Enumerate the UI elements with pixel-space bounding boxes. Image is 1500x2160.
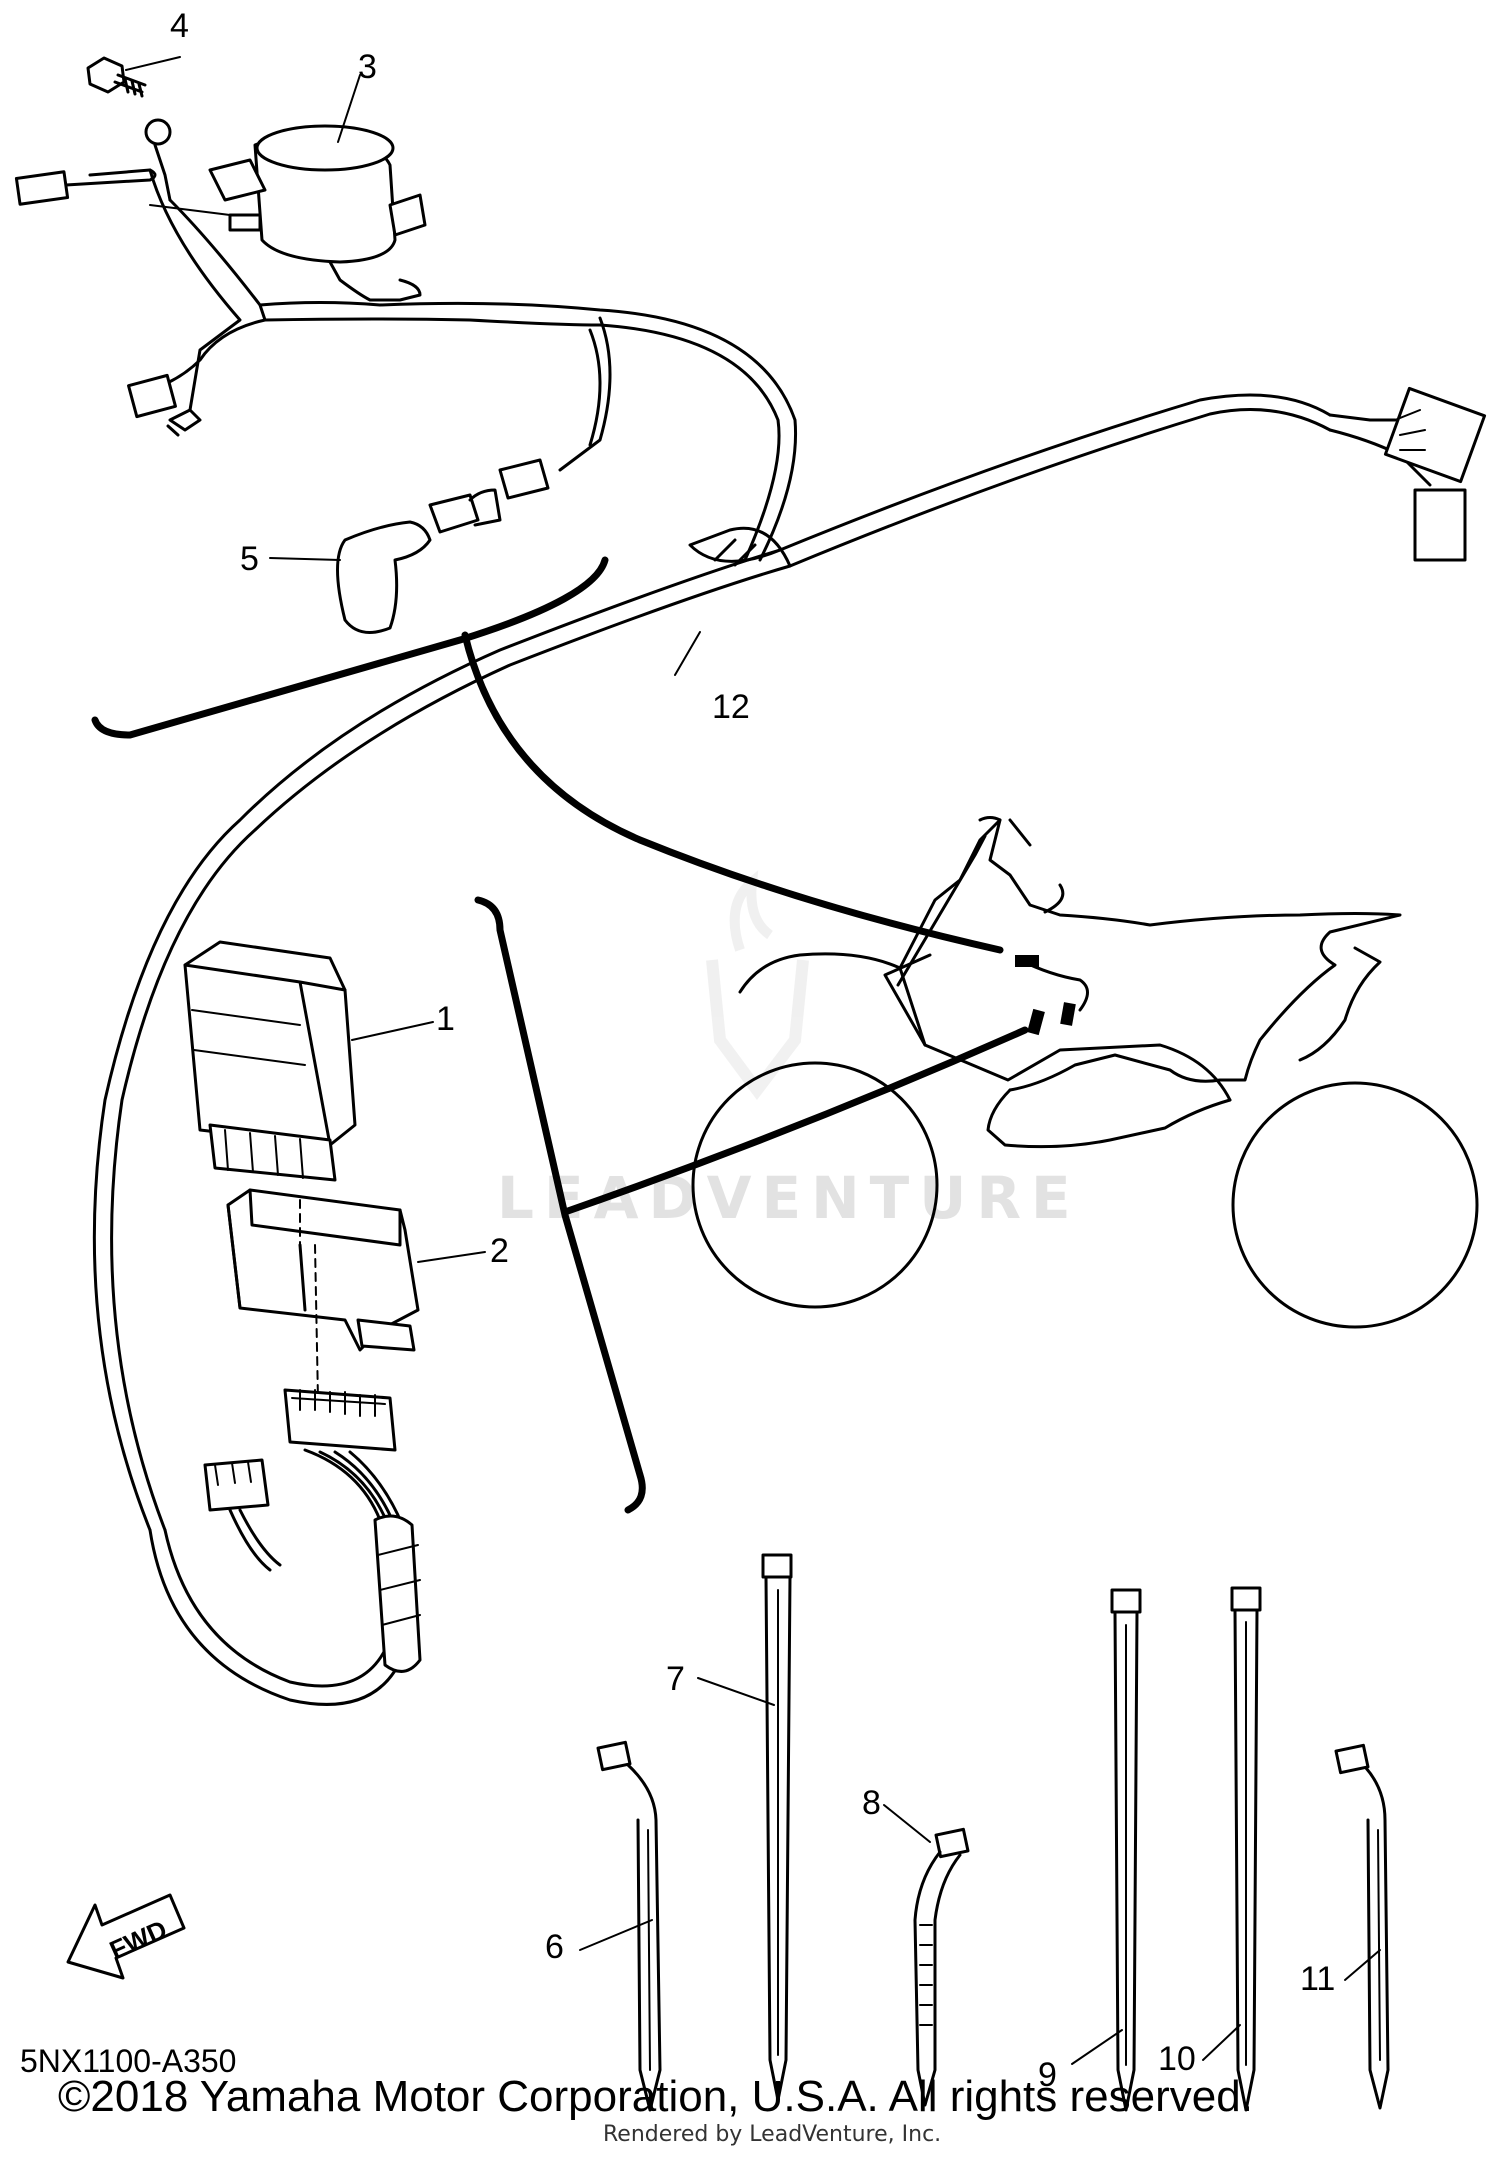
callout-1: 1 [436, 1000, 455, 1038]
callout-11: 11 [1300, 1960, 1335, 1998]
cable-tie-10-part [1230, 1586, 1262, 2112]
callout-6: 6 [545, 1928, 564, 1966]
callout-10: 10 [1158, 2040, 1196, 2078]
callout-labels: 4 3 5 12 1 2 7 8 6 9 10 11 [170, 7, 1335, 2094]
callout-7: 7 [666, 1660, 685, 1698]
cable-tie-11-part [1334, 1743, 1390, 2110]
callout-8: 8 [862, 1784, 881, 1822]
cable-tie-9-part [1110, 1588, 1142, 2112]
leadventure-logo-icon [706, 870, 809, 1101]
callout-5: 5 [240, 540, 259, 578]
bolt-part [86, 56, 147, 98]
location-pointers [91, 556, 1029, 1514]
watermark-text: LEADVENTURE [497, 1164, 1081, 1232]
leader-lines [125, 56, 1381, 2065]
callout-2: 2 [490, 1232, 509, 1270]
callout-9: 9 [1038, 2056, 1057, 2094]
copyright-notice: ©2018 Yamaha Motor Corporation, U.S.A. A… [58, 2072, 1253, 2121]
cable-tie-6-part [596, 1740, 662, 2112]
cdi-bracket-part [226, 1188, 420, 1401]
callout-12: 12 [712, 688, 750, 726]
callout-4: 4 [170, 7, 189, 45]
cable-tie-7-part [761, 1553, 793, 2102]
harness-terminals [14, 118, 202, 437]
motorcycle-location-icon [691, 816, 1479, 1329]
leadventure-watermark: LEADVENTURE [497, 870, 1081, 1232]
spark-plug-cap-part [336, 458, 550, 634]
harness-location-marker-icon [1015, 955, 1039, 967]
callout-3: 3 [358, 48, 377, 86]
wire-harness-part [92, 168, 1487, 1706]
ignition-coil-part [149, 124, 427, 302]
cdi-connector-part [203, 1388, 422, 1673]
cable-tie-8-part [913, 1827, 970, 2107]
diagram-code: 5NX1100-A350 [20, 2043, 237, 2079]
rendered-by-notice: Rendered by LeadVenture, Inc. [603, 2122, 942, 2147]
fwd-arrow-icon: FWD [66, 1893, 186, 1980]
cdi-unit-part [183, 940, 357, 1182]
